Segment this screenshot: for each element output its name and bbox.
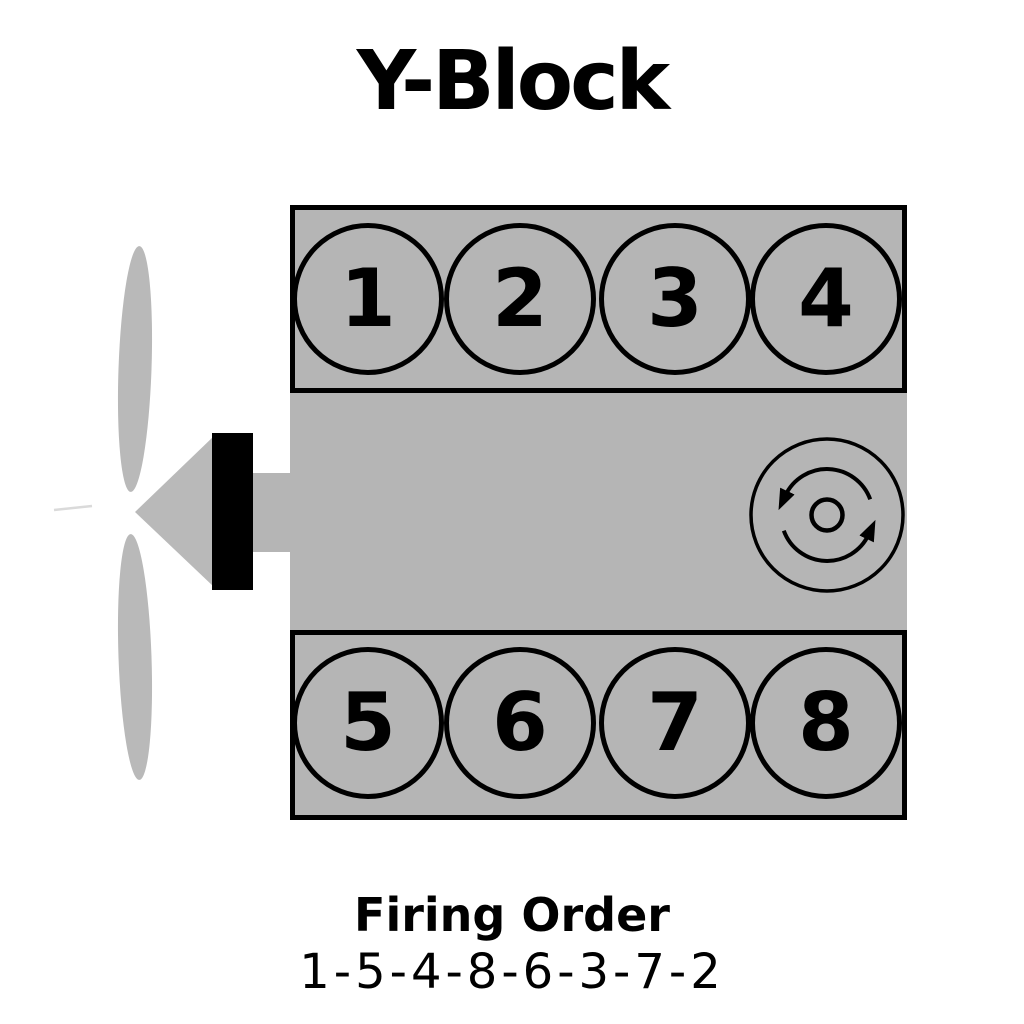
crank-mark [53, 504, 93, 512]
firing-order-sequence: 1-5-4-8-6-3-7-2 [299, 944, 725, 1000]
cylinder-4: 4 [750, 223, 902, 375]
fan-assembly [53, 246, 294, 780]
crankshaft-shaft [250, 473, 294, 552]
cylinder-8: 8 [750, 647, 902, 799]
fan-hub-cone [135, 436, 214, 587]
cylinder-5-label: 5 [340, 676, 396, 769]
cylinder-2-label: 2 [492, 252, 548, 345]
cylinder-3: 3 [599, 223, 751, 375]
pulley-icon [212, 433, 253, 590]
fan-blade-top [117, 246, 153, 492]
diagram-title: Y-Block [356, 34, 670, 129]
distributor-outer-circle [749, 437, 905, 593]
cylinder-4-label: 4 [798, 252, 854, 345]
fan-blade-bottom [117, 534, 153, 780]
rotation-arrow-top [778, 467, 873, 511]
rotation-arrow-bottom [781, 519, 876, 563]
cylinder-3-label: 3 [647, 252, 703, 345]
cylinder-7: 7 [599, 647, 751, 799]
rotation-counterclockwise-icon [749, 437, 905, 593]
cylinder-5: 5 [292, 647, 444, 799]
cylinder-6: 6 [444, 647, 596, 799]
cylinder-7-label: 7 [647, 676, 703, 769]
distributor-shaft-circle [809, 497, 845, 533]
engine-block-center [290, 392, 907, 632]
cylinder-1-label: 1 [340, 252, 396, 345]
cylinder-6-label: 6 [492, 676, 548, 769]
cylinder-8-label: 8 [798, 676, 854, 769]
firing-order-label: Firing Order [354, 888, 670, 942]
cylinder-1: 1 [292, 223, 444, 375]
cylinder-2: 2 [444, 223, 596, 375]
